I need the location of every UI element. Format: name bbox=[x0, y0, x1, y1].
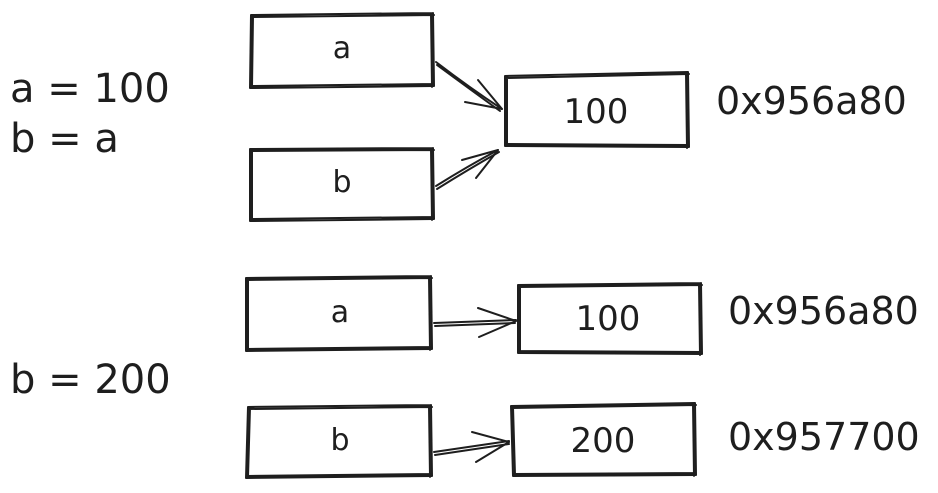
value-box-a-after: 100 bbox=[517, 282, 703, 356]
arrow-a-after-to-value bbox=[433, 307, 517, 338]
variable-b-label: b bbox=[332, 165, 351, 200]
variable-box-b: b bbox=[249, 147, 435, 222]
code-line-a-assign: a = 100 bbox=[10, 66, 170, 112]
value-shared-label: 100 bbox=[564, 92, 629, 132]
arrow-b-to-value bbox=[435, 149, 500, 190]
address-a-after-label: 0x956a80 bbox=[728, 289, 919, 333]
variable-box-b-after: b bbox=[245, 404, 433, 479]
variable-b-after-label: b bbox=[330, 423, 349, 458]
variable-box-a-after: a bbox=[245, 275, 433, 352]
variable-box-a: a bbox=[249, 12, 435, 89]
code-line-b-reassign: b = 200 bbox=[10, 357, 171, 403]
after-section: b = 200 a b 100 0x956a80 200 0x957700 bbox=[10, 275, 920, 479]
variable-a-after-label: a bbox=[331, 295, 349, 330]
variable-a-label: a bbox=[333, 31, 351, 66]
arrow-a-to-value bbox=[435, 61, 503, 112]
value-box-shared: 100 bbox=[504, 71, 690, 149]
code-line-b-assign: b = a bbox=[10, 116, 119, 162]
address-shared-label: 0x956a80 bbox=[716, 79, 907, 123]
value-b-after-label: 200 bbox=[571, 421, 636, 461]
address-b-after-label: 0x957700 bbox=[728, 415, 920, 459]
value-a-after-label: 100 bbox=[576, 299, 641, 339]
value-box-b-after: 200 bbox=[510, 402, 697, 477]
arrow-b-after-to-value bbox=[433, 431, 510, 463]
before-section: a = 100 b = a a b 100 0x956a80 bbox=[10, 12, 907, 222]
